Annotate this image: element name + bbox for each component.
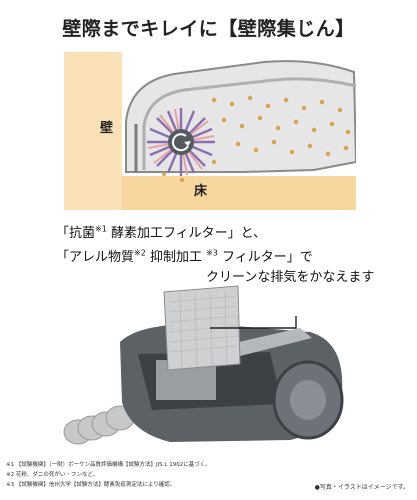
image-disclaimer: ●写真・イラストはイメージです。 bbox=[314, 484, 409, 491]
filter-panel bbox=[163, 285, 241, 371]
wall-cleaning-illustration bbox=[64, 52, 356, 210]
footnote-1: ※1 【試験機関】（一財）ボーケン品質評価機構【試験方法】JIS L 1902に… bbox=[6, 462, 211, 468]
footnotes: ※1 【試験機関】（一財）ボーケン品質評価機構【試験方法】JIS L 1902に… bbox=[6, 460, 211, 490]
wall-label: 壁 bbox=[100, 121, 114, 136]
desc-text: 「抗菌 bbox=[56, 226, 96, 241]
desc-text: 抑制加工 bbox=[145, 250, 207, 265]
rotating-brush bbox=[147, 108, 215, 176]
description-line-1: 「抗菌※1 酵素加工フィルター」と、 bbox=[56, 222, 266, 241]
page-title: 壁際までキレイに【壁際集じん】 bbox=[62, 18, 355, 40]
footnote-ref-1: ※1 bbox=[95, 224, 107, 234]
desc-text: 酵素加工フィルター」と、 bbox=[106, 226, 267, 241]
footnote-2: ※2 花粉、ダニの死がい・フンなど。 bbox=[6, 472, 99, 478]
hose bbox=[63, 405, 135, 445]
description-line-3: クリーンな排気をかなえます bbox=[206, 270, 375, 285]
dust-particles bbox=[162, 95, 351, 182]
leader-line bbox=[210, 316, 297, 329]
footnote-ref-2: ※2 bbox=[134, 248, 146, 258]
floor-label: 床 bbox=[194, 184, 208, 199]
wall-area bbox=[64, 52, 122, 210]
desc-text: 「アレル物質 bbox=[56, 250, 135, 265]
desc-text: フィルター」で bbox=[217, 250, 313, 265]
floor-area bbox=[122, 176, 356, 210]
description-line-2: 「アレル物質※2 抑制加工 ※3 フィルター」で bbox=[56, 246, 313, 265]
footnote-ref-3: ※3 bbox=[206, 248, 218, 258]
footnote-3: ※3 【試験機関】信州大学【試験方法】酵素免疫測定法により確認。 bbox=[6, 482, 176, 488]
vacuum-filter-illustration bbox=[63, 285, 344, 445]
